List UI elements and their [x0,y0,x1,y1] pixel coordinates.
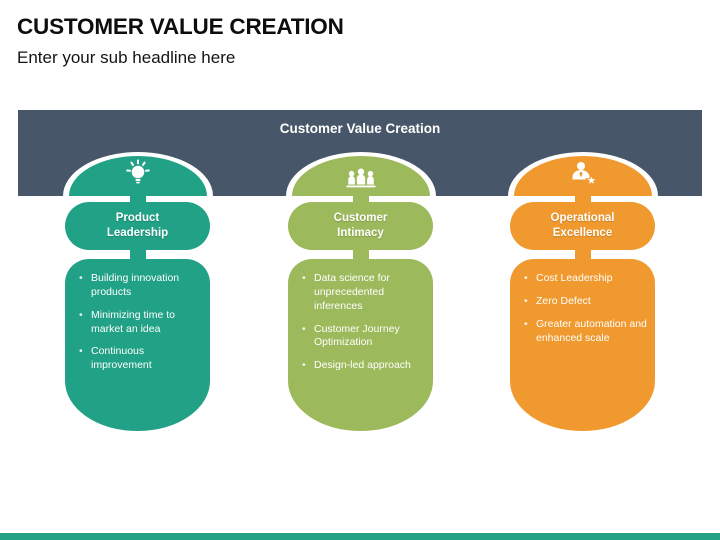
connector [129,246,146,263]
bullet-item: Continuous improvement [78,345,202,373]
page-title: CUSTOMER VALUE CREATION [17,14,344,39]
column-body: Building innovation products Minimizing … [65,259,210,431]
column-customer-intimacy: Customer Intimacy Data science for unpre… [285,150,436,442]
bullet-item: Data science for unprecedented inference… [301,272,425,314]
bullet-item: Cost Leadership [523,272,647,286]
bullet-list: Building innovation products Minimizing … [78,272,202,373]
banner-title: Customer Value Creation [279,121,441,136]
bullet-item: Customer Journey Optimization [301,323,425,351]
bullet-list: Data science for unprecedented inference… [301,272,425,373]
bullet-list: Cost Leadership Zero Defect Greater auto… [523,272,647,345]
bullet-item: Greater automation and enhanced scale [523,318,647,346]
connector [352,246,369,263]
label-pill: Customer Intimacy [288,202,433,250]
label-pill: Operational Excellence [510,202,655,250]
bottom-accent-bar [0,533,720,540]
column-product-leadership: Product Leadership Building innovation p… [62,150,213,442]
person-star-icon [567,160,599,193]
bullet-item: Design-led approach [301,359,425,373]
team-icon [344,164,378,193]
column-body: Data science for unprecedented inference… [288,259,433,431]
column-label: Operational Excellence [550,212,615,239]
column-body: Cost Leadership Zero Defect Greater auto… [510,259,655,431]
bullet-item: Building innovation products [78,272,202,300]
connector [574,246,591,263]
page-subtitle: Enter your sub headline here [17,48,236,67]
label-pill: Product Leadership [65,202,210,250]
column-label: Customer Intimacy [333,212,388,239]
lightbulb-icon [122,158,154,193]
column-label: Product Leadership [106,212,169,239]
bullet-item: Zero Defect [523,295,647,309]
column-operational-excellence: Operational Excellence Cost Leadership Z… [507,150,658,442]
bullet-item: Minimizing time to market an idea [78,309,202,337]
